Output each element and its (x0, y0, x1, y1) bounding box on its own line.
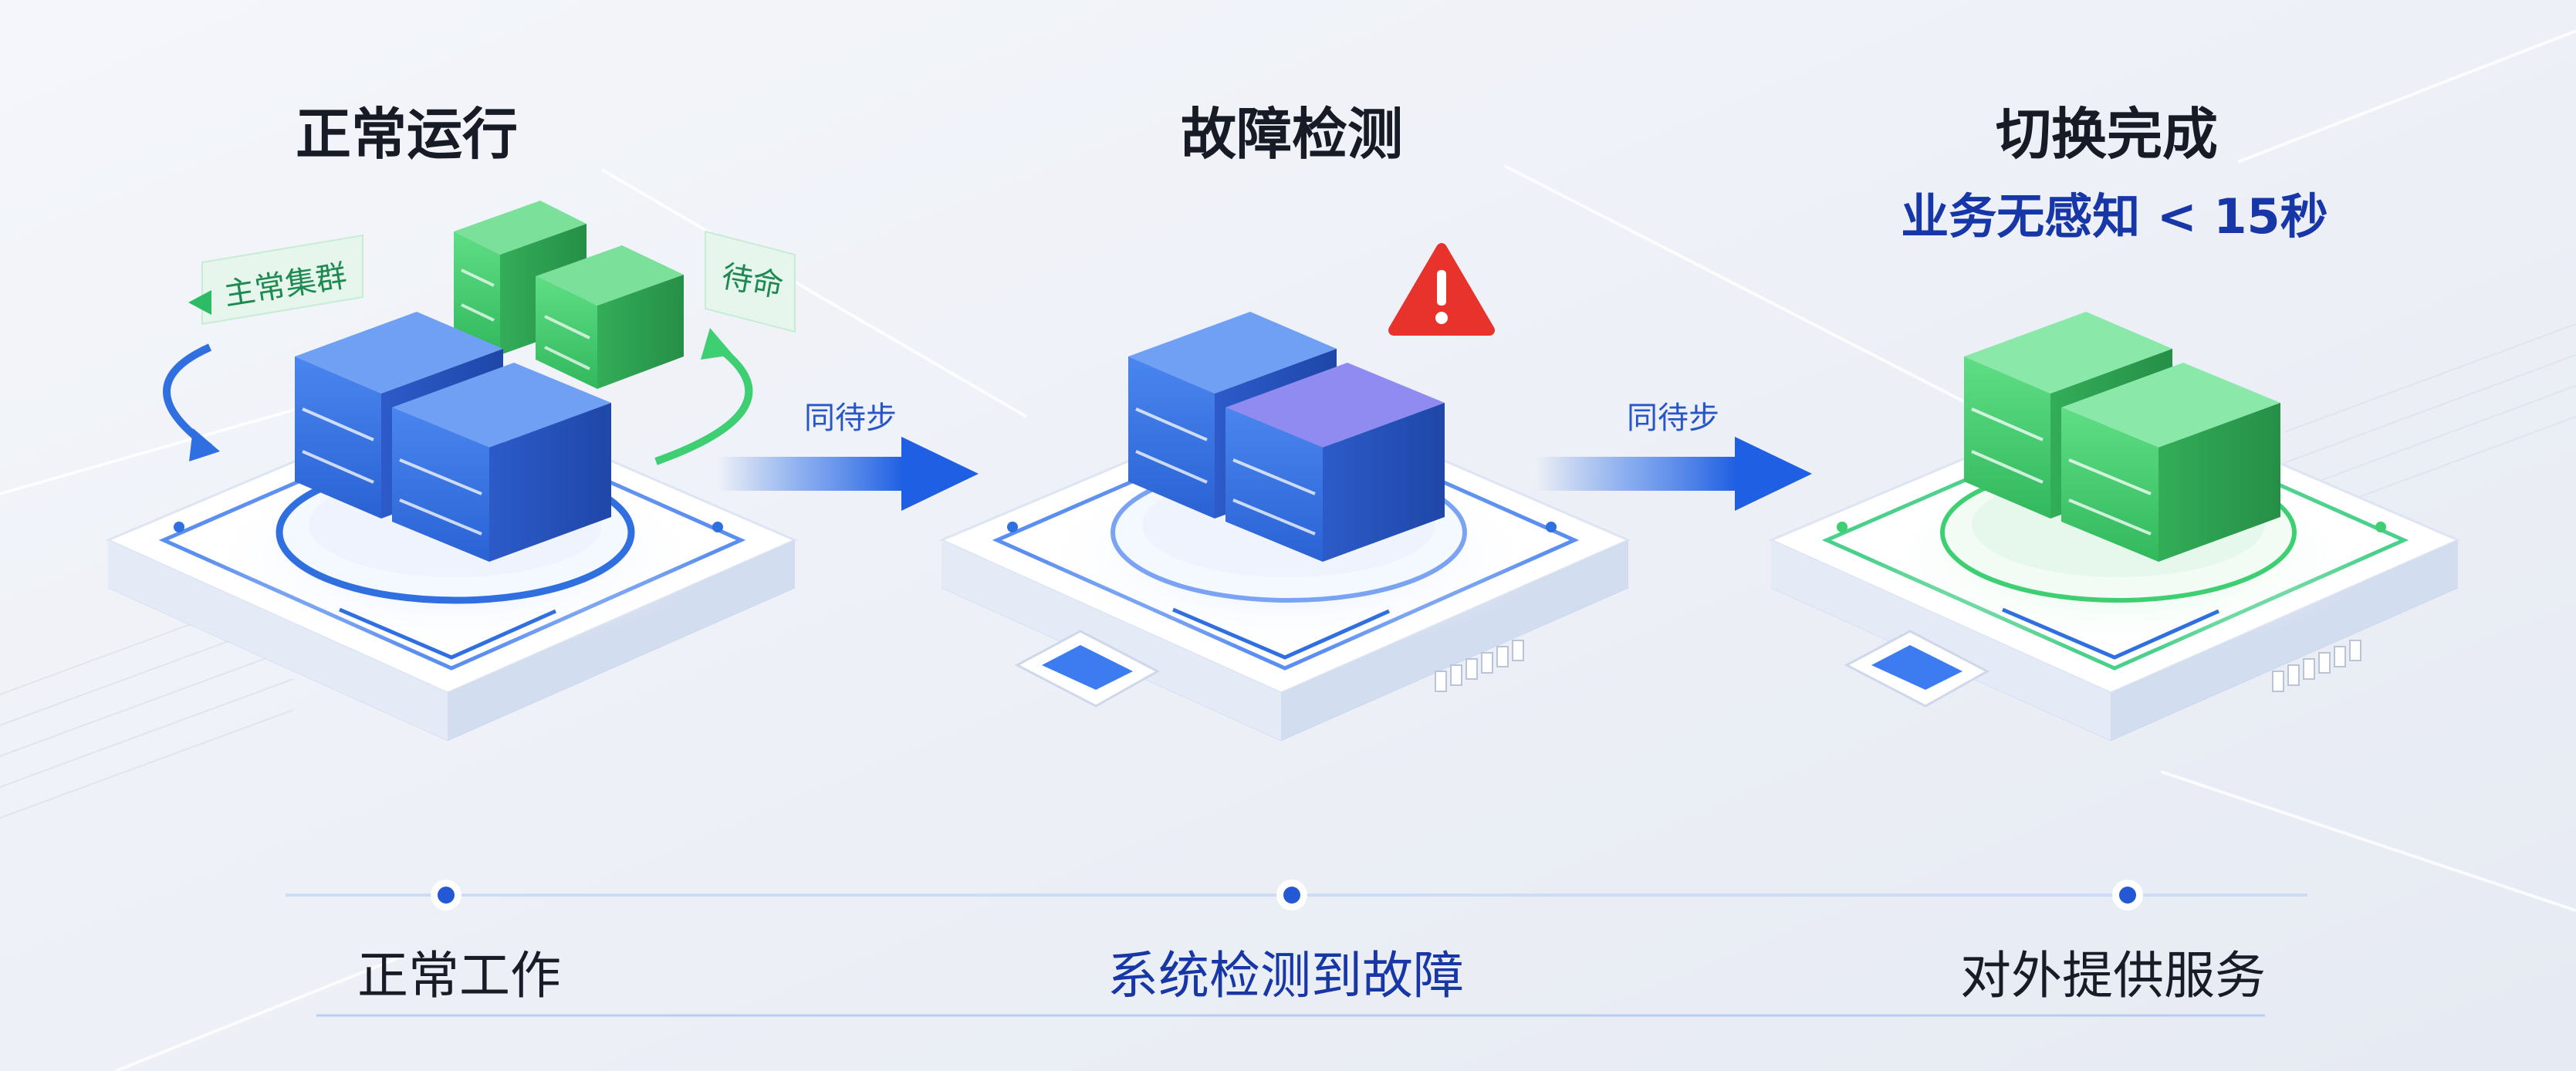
rotate-right-arrowhead (701, 328, 733, 360)
standby-tag-box (705, 230, 796, 333)
background-streaks (0, 29, 2576, 1071)
timeline-dot-1 (438, 887, 455, 904)
sync-label-1: 同待步 (804, 400, 897, 436)
transition-arrow-2 (1536, 437, 1812, 511)
server-failing-b (1225, 363, 1445, 562)
switch-time-subtitle: 业务无感知 < 15秒 (1901, 188, 2328, 245)
rotate-right-arrow (654, 343, 753, 465)
stage-title-detect: 故障检测 (1180, 102, 1404, 167)
caption-normal: 正常工作 (357, 946, 561, 1005)
sync-label-2: 同待步 (1627, 400, 1719, 436)
transition-arrow-1 (718, 437, 979, 511)
primary-tag-arrow (188, 290, 211, 315)
server-primary-b (392, 363, 611, 562)
stage-title-switched: 切换完成 (1995, 102, 2219, 167)
caption-switched: 对外提供服务 (1960, 946, 2266, 1005)
timeline-dot-3 (2119, 887, 2136, 904)
stage-title-normal: 正常运行 (295, 102, 519, 167)
caption-detect: 系统检测到故障 (1107, 946, 1464, 1005)
warning-triangle-icon (1388, 243, 1495, 336)
rotate-left-arrow (163, 343, 212, 451)
server-active-b (2061, 363, 2280, 562)
timeline-dot-2 (1283, 887, 1300, 904)
server-standby-b (536, 245, 684, 389)
rotate-left-arrowhead (189, 428, 220, 461)
